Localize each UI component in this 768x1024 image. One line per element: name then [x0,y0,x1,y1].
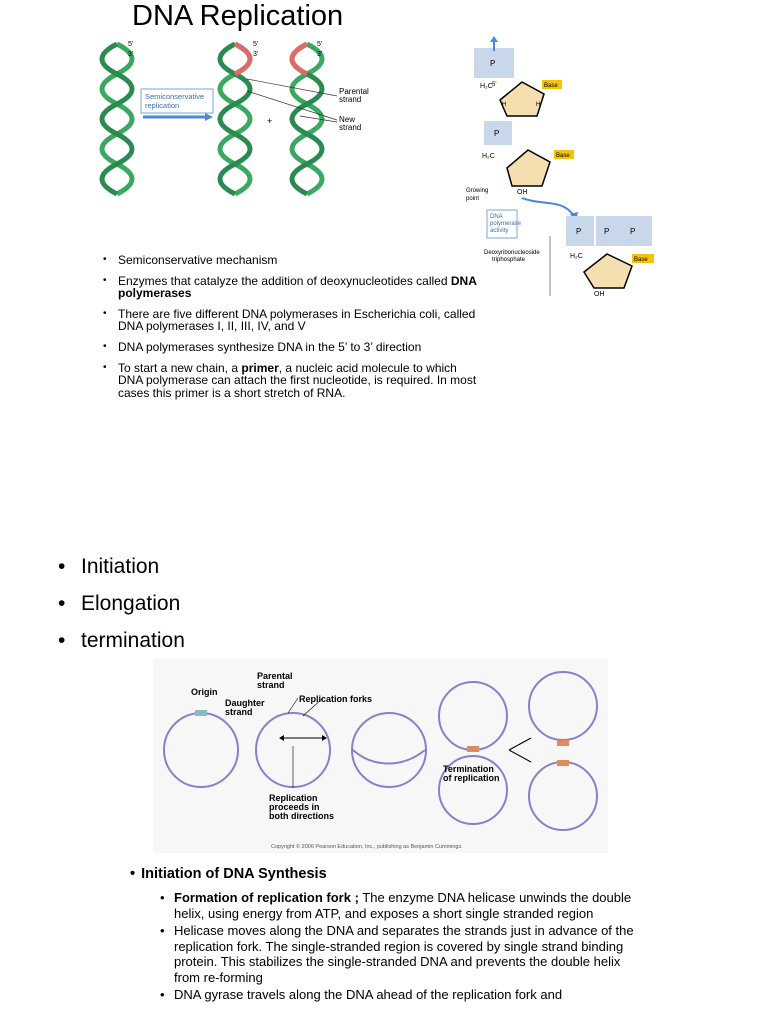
svg-text:Base: Base [634,257,648,263]
semiconservative-bullet-list: Semiconservative mechanism Enzymes that … [103,254,483,407]
svg-text:Parental: Parental [339,87,369,96]
dna-polymerase-chemistry-figure: P 5' H₂C Base H H P H₂C Base OH Growing … [466,36,654,298]
svg-text:P: P [604,227,609,236]
svg-text:Copyright © 2006 Pearson Educa: Copyright © 2006 Pearson Education, Inc.… [271,843,463,850]
svg-text:strand: strand [339,95,361,104]
svg-text:Base: Base [556,153,570,159]
replication-stages-list: Initiation Elongation termination [58,552,185,663]
svg-text:3': 3' [128,51,133,58]
list-item: Semiconservative mechanism [103,254,483,267]
svg-text:triphosphate: triphosphate [492,257,526,263]
svg-text:5': 5' [317,41,322,48]
list-item: Elongation [58,589,185,626]
svg-text:strand: strand [257,680,285,690]
list-item: To start a new chain, a primer, a nuclei… [103,361,483,400]
list-item: Formation of replication fork ; The enzy… [160,890,640,921]
svg-text:5': 5' [128,41,133,48]
svg-text:strand: strand [225,707,253,717]
svg-text:Base: Base [544,83,558,89]
svg-text:DNA: DNA [490,214,503,220]
svg-text:3': 3' [317,51,322,58]
svg-text:activity: activity [490,228,508,234]
svg-text:Parental: Parental [257,671,293,681]
svg-text:proceeds in: proceeds in [269,802,320,812]
list-item: Initiation [58,552,185,589]
svg-text:Origin: Origin [191,687,218,697]
svg-text:Growing: Growing [466,188,488,194]
svg-text:P: P [494,129,499,138]
list-item: There are five different DNA polymerases… [103,308,483,333]
svg-text:strand: strand [339,123,361,132]
svg-text:H₂C: H₂C [480,83,493,90]
svg-text:Daughter: Daughter [225,698,265,708]
svg-text:H: H [502,102,506,108]
svg-text:polymerase: polymerase [490,221,522,227]
list-item: Enzymes that catalyze the addition of de… [103,274,483,300]
initiation-details-list: Formation of replication fork ; The enzy… [160,890,640,1005]
list-item: DNA polymerases synthesize DNA in the 5’… [103,341,483,354]
svg-text:both directions: both directions [269,811,334,821]
svg-text:point: point [466,196,479,202]
svg-text:P: P [630,227,635,236]
svg-text:5': 5' [492,82,496,88]
list-item: termination [58,626,185,663]
svg-text:Deoxyribonucleoside: Deoxyribonucleoside [484,250,540,256]
svg-text:+: + [267,116,272,126]
svg-text:replication: replication [145,101,179,110]
svg-text:OH: OH [594,291,605,298]
svg-text:Semiconservative: Semiconservative [145,92,204,101]
svg-text:Replication: Replication [269,793,318,803]
page-title: DNA Replication [132,0,344,32]
list-item: Helicase moves along the DNA and separat… [160,923,640,985]
svg-text:P: P [490,59,495,68]
svg-text:H: H [536,102,540,108]
list-item: DNA gyrase travels along the DNA ahead o… [160,987,640,1003]
svg-text:H₂C: H₂C [482,153,495,160]
svg-text:5': 5' [253,41,258,48]
svg-text:OH: OH [517,189,528,196]
svg-text:H₂C: H₂C [570,253,583,260]
svg-text:3': 3' [253,51,258,58]
svg-text:Termination: Termination [443,764,494,774]
svg-text:Replication forks: Replication forks [299,694,372,704]
svg-text:New: New [339,115,355,124]
svg-text:P: P [576,227,581,236]
semiconservative-figure: 5' 3' 5' 3' 5' 3' Semiconservative repli… [95,41,369,199]
initiation-section-heading: •Initiation of DNA Synthesis [130,866,327,882]
replication-forks-figure: Origin Parental strand Daughter strand R… [153,658,608,853]
svg-text:of replication: of replication [443,773,500,783]
